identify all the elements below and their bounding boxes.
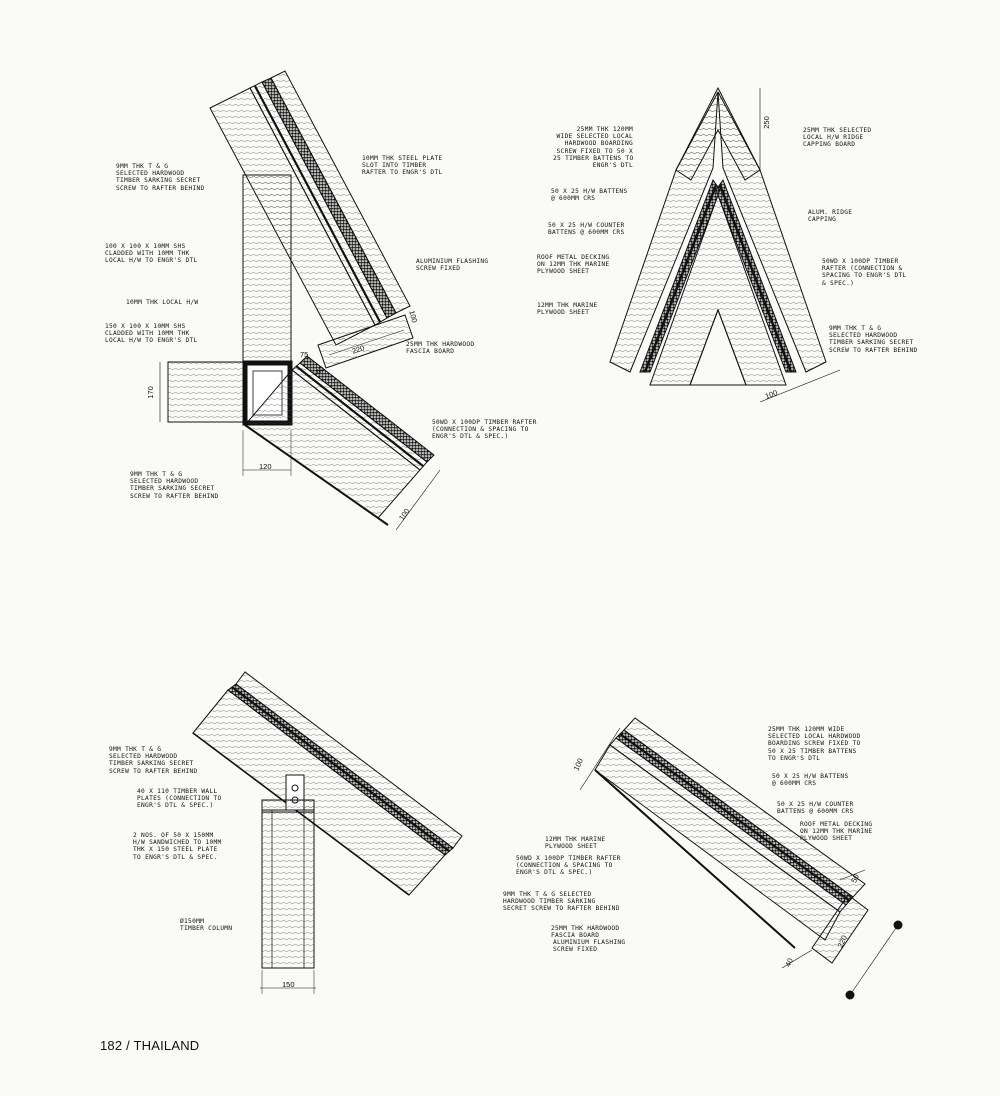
d1-dim-120: 120 xyxy=(259,462,272,471)
d1-note-rafter: 50WD X 100DP TIMBER RAFTER(CONNECTION & … xyxy=(432,419,537,441)
d1-note-local-hw: 10MM THK LOCAL H/W xyxy=(126,299,199,306)
page-separator: / xyxy=(122,1038,134,1053)
eave-fascia-board xyxy=(811,894,869,964)
detail-column-support xyxy=(192,671,463,994)
wall-plate xyxy=(261,799,315,813)
detail-eave-junction xyxy=(159,70,441,531)
d4-note-rafter: 50WD X 100DP TIMBER RAFTER(CONNECTION & … xyxy=(516,855,621,877)
d1-dim-170: 170 xyxy=(145,386,155,399)
d1-dim-75: 75 xyxy=(300,350,309,359)
fascia-board xyxy=(317,314,414,369)
ridge-left-slope xyxy=(609,91,719,373)
d2-note-battens: 50 X 25 H/W BATTENS@ 600MM CRS xyxy=(551,188,628,203)
detail-ridge xyxy=(609,86,841,403)
page-number: 182 xyxy=(100,1038,123,1053)
d3-dim-150: 150 xyxy=(282,980,295,989)
upper-battens xyxy=(270,70,411,314)
eave-battens xyxy=(623,717,866,898)
d4-note-battens: 50 X 25 H/W BATTENS@ 600MM CRS xyxy=(772,773,849,788)
horizontal-beam xyxy=(167,361,249,423)
ridge-right-slope xyxy=(717,91,827,373)
column-cladding xyxy=(242,174,292,366)
timber-column xyxy=(261,809,315,969)
column-battens xyxy=(235,671,463,849)
column-rafter xyxy=(192,689,446,896)
d2-dim-250: 250 xyxy=(761,116,771,129)
lower-decking xyxy=(299,355,435,463)
page-footer: 182 / THAILAND xyxy=(100,1038,199,1053)
detail-eave-fascia xyxy=(579,717,903,1000)
page-section: THAILAND xyxy=(133,1038,200,1053)
